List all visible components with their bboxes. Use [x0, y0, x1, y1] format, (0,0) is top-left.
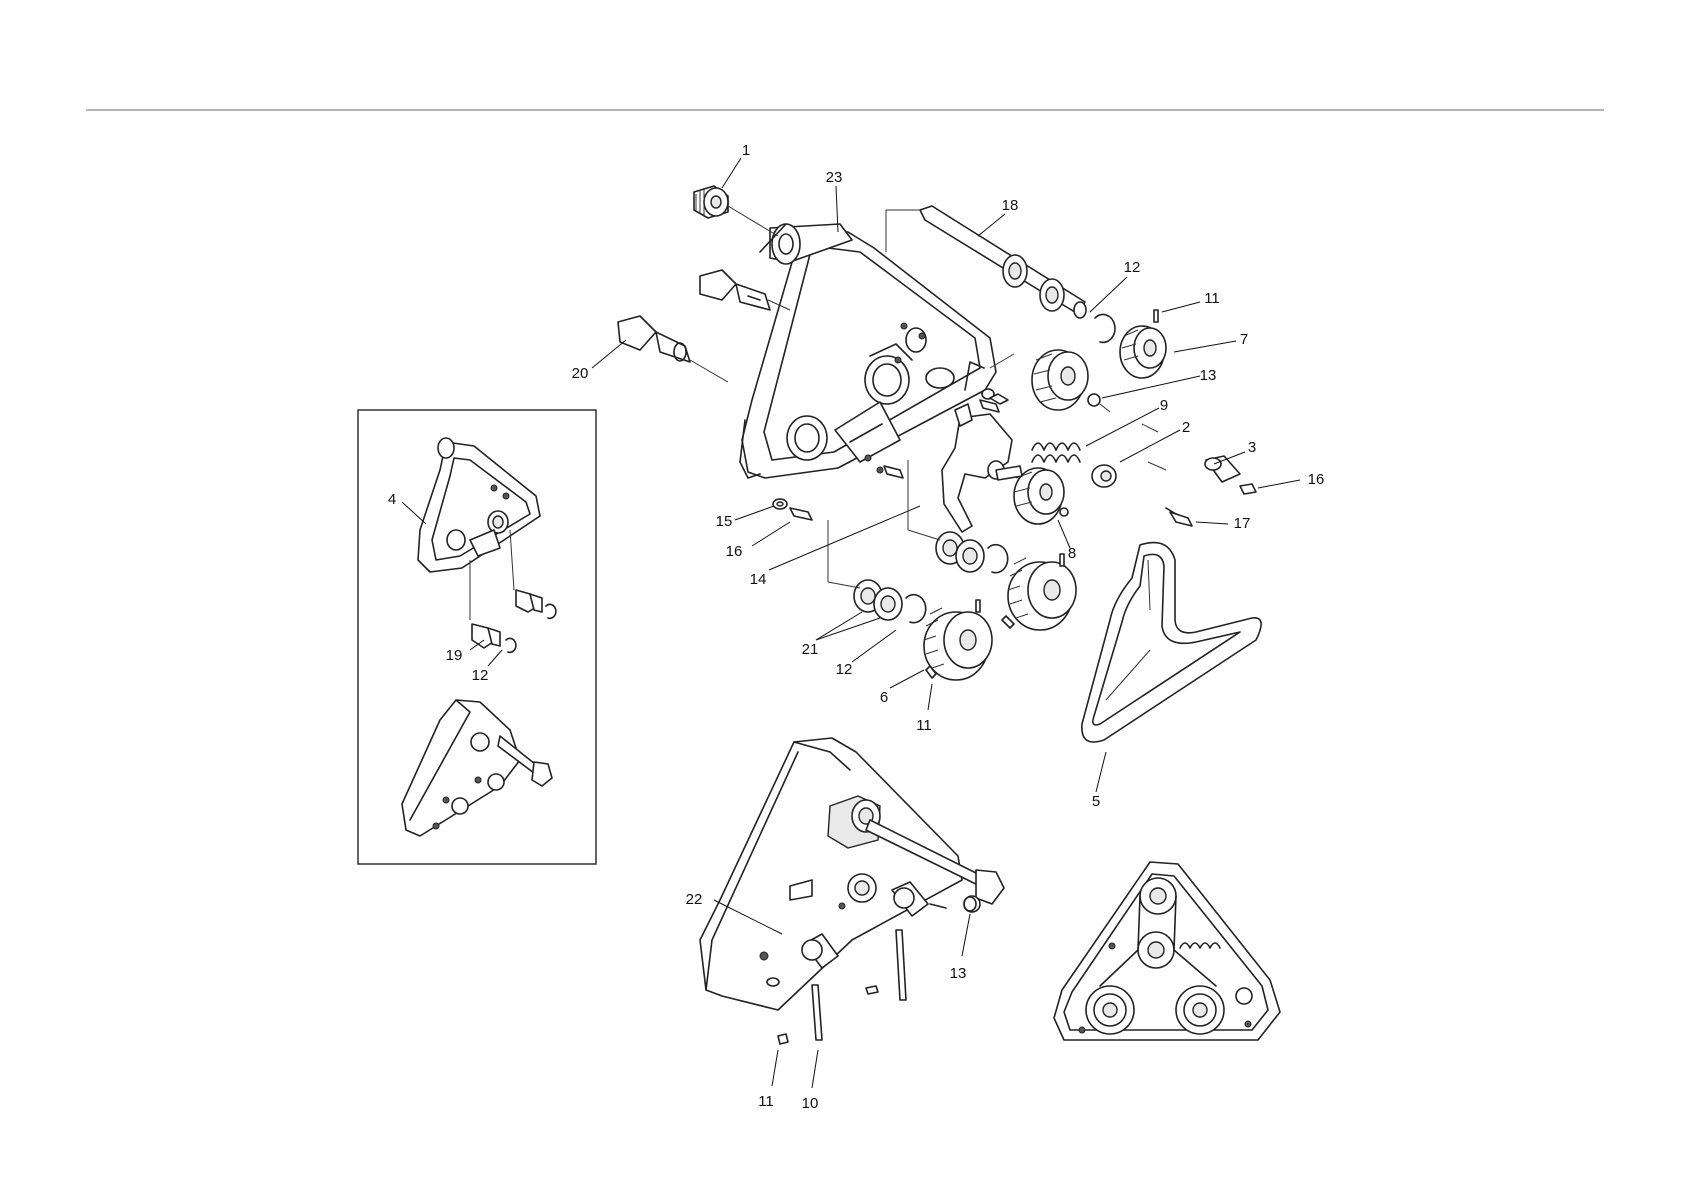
callout-18: 18 — [1002, 197, 1019, 214]
callout-12-inset: 12 — [472, 667, 489, 684]
callout-11: 11 — [1204, 290, 1220, 307]
bearing-set-lower — [854, 580, 926, 623]
callout-15: 15 — [716, 513, 733, 530]
assembled-housing-top-view — [1054, 862, 1280, 1040]
pulley-8 — [996, 466, 1068, 524]
callout-17: 17 — [1234, 515, 1251, 532]
screw-16-left — [790, 508, 812, 520]
inset-housing-4 — [418, 438, 540, 572]
snap-ring-12-top — [1095, 314, 1115, 342]
callout-16-right: 16 — [1308, 471, 1325, 488]
assembled-housing-22 — [700, 738, 1004, 1044]
callout-23: 23 — [826, 169, 843, 186]
callout-4: 4 — [388, 491, 396, 508]
pinion-gear-1 — [694, 186, 728, 218]
main-shaft-18 — [920, 206, 1086, 318]
callout-12-mid: 12 — [836, 661, 853, 678]
cone-shaft-upper — [700, 270, 770, 310]
screw-17 — [1166, 508, 1192, 526]
drive-belt-5 — [1082, 543, 1261, 742]
callout-22: 22 — [686, 891, 703, 908]
cone-shaft-lower — [618, 316, 690, 362]
screw-16-right — [1240, 484, 1256, 494]
pulley-mid — [982, 350, 1100, 410]
callout-6: 6 — [880, 689, 888, 706]
callout-10: 10 — [802, 1095, 819, 1112]
bearing-set-upper — [936, 532, 1008, 573]
callout-9: 9 — [1160, 397, 1168, 414]
tension-lever — [942, 404, 1012, 532]
callout-3: 3 — [1248, 439, 1256, 456]
callout-13: 13 — [1200, 367, 1217, 384]
callout-11-mid: 11 — [916, 717, 932, 734]
callout-20: 20 — [572, 365, 589, 382]
callout-13-bottom: 13 — [950, 965, 967, 982]
inset-cone-19-upper — [516, 590, 556, 618]
callout-7: 7 — [1240, 331, 1248, 348]
inset-cone-19-lower — [472, 624, 516, 652]
callout-8: 8 — [1068, 545, 1076, 562]
callout-21: 21 — [802, 641, 819, 658]
callout-5: 5 — [1092, 793, 1100, 810]
callout-16-left: 16 — [726, 543, 743, 560]
callout-11-bottom: 11 — [758, 1093, 774, 1110]
gear-6 — [924, 600, 992, 680]
callout-12: 12 — [1124, 259, 1141, 276]
bushing-3 — [1205, 456, 1240, 482]
callout-1: 1 — [742, 142, 750, 159]
washer-15 — [773, 499, 787, 509]
gear-upper — [1002, 554, 1076, 630]
callout-14: 14 — [750, 571, 767, 588]
inset-assembled-housing — [402, 700, 552, 836]
callout-19: 19 — [446, 647, 463, 664]
callout-2: 2 — [1182, 419, 1190, 436]
pulley-7 — [1120, 310, 1166, 378]
